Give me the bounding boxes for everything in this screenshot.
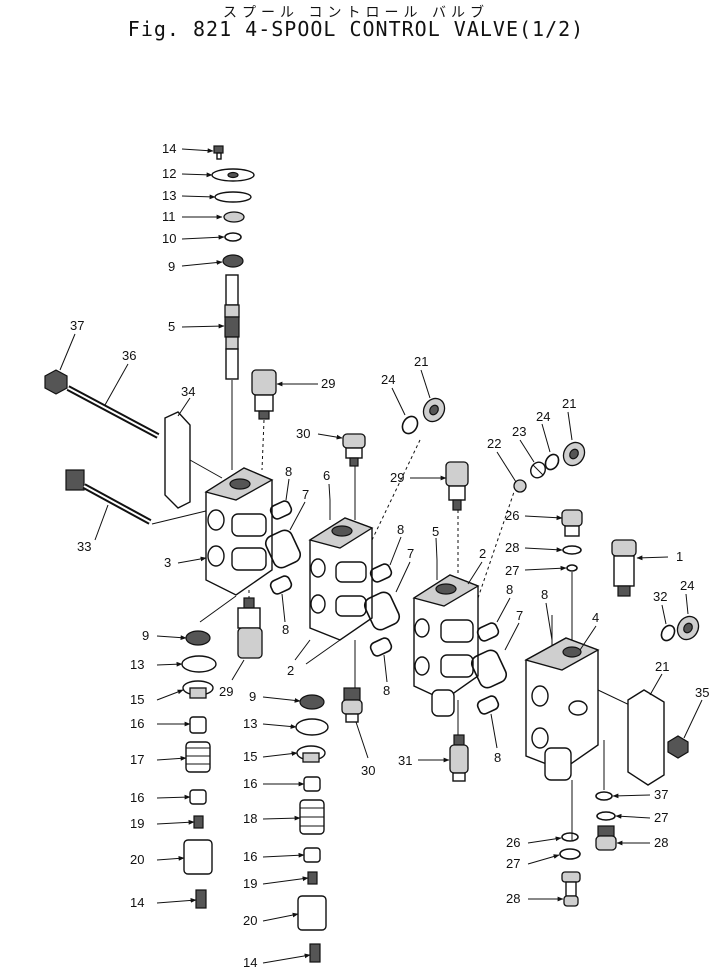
bolt-part xyxy=(213,145,224,154)
callout: 35 xyxy=(695,685,709,700)
callout: 19 xyxy=(130,816,144,831)
spool-part xyxy=(225,274,239,306)
callout: 16 xyxy=(243,776,257,791)
callout: 23 xyxy=(512,424,526,439)
callout: 28 xyxy=(505,540,519,555)
relief-valve xyxy=(251,369,277,396)
callout: 20 xyxy=(243,913,257,928)
callout: 15 xyxy=(243,749,257,764)
japanese-title: スプール コントロール バルブ xyxy=(223,5,489,21)
callout: 21 xyxy=(655,659,669,674)
callout: 32 xyxy=(653,589,667,604)
callout: 12 xyxy=(162,166,176,181)
callout: 1 xyxy=(676,549,683,564)
callout-leaders xyxy=(59,148,703,964)
bolt-shank xyxy=(216,152,222,160)
callout: 10 xyxy=(162,231,176,246)
callout: 24 xyxy=(381,372,395,387)
callout: 17 xyxy=(130,752,144,767)
callout: 28 xyxy=(654,835,668,850)
callout: 7 xyxy=(516,608,523,623)
callout: 27 xyxy=(654,810,668,825)
gasket-part xyxy=(214,191,252,203)
bolt-head xyxy=(65,469,85,491)
callout: 24 xyxy=(536,409,550,424)
callout: 11 xyxy=(162,209,176,224)
callout: 7 xyxy=(407,546,414,561)
bracket-part xyxy=(627,689,665,786)
washer-part xyxy=(223,211,245,223)
callout: 19 xyxy=(243,876,257,891)
callout: 27 xyxy=(505,563,519,578)
callout: 14 xyxy=(162,141,176,156)
spool-land xyxy=(224,304,240,318)
callout: 31 xyxy=(398,753,412,768)
callout: 36 xyxy=(122,348,136,363)
callout: 29 xyxy=(321,376,335,391)
callout: 34 xyxy=(181,384,195,399)
callout: 20 xyxy=(130,852,144,867)
callout: 29 xyxy=(219,684,233,699)
callout: 8 xyxy=(397,522,404,537)
callout: 16 xyxy=(243,849,257,864)
callout: 15 xyxy=(130,692,144,707)
callout: 8 xyxy=(494,750,501,765)
callout: 4 xyxy=(592,610,599,625)
figure-title: Fig. 821 4-SPOOL CONTROL VALVE(1/2) xyxy=(127,17,585,41)
callout: 8 xyxy=(285,464,292,479)
relief-tip xyxy=(258,410,270,420)
callout: 8 xyxy=(541,587,548,602)
right-middle-valve-stack xyxy=(412,441,586,782)
callout: 13 xyxy=(162,188,176,203)
callout: 16 xyxy=(130,790,144,805)
flange-hole xyxy=(227,171,239,179)
callout: 29 xyxy=(390,470,404,485)
left-valve-stack xyxy=(44,145,302,909)
callout: 21 xyxy=(414,354,428,369)
callout: 28 xyxy=(506,891,520,906)
callout: 26 xyxy=(505,508,519,523)
right-valve-stack xyxy=(524,509,700,907)
callout-labels: 14 12 13 11 10 9 5 37 36 34 29 33 3 8 7 … xyxy=(70,141,709,968)
callout: 22 xyxy=(487,436,501,451)
callout: 9 xyxy=(142,628,149,643)
callout: 9 xyxy=(168,259,175,274)
callout: 13 xyxy=(243,716,257,731)
callout: 5 xyxy=(168,319,175,334)
bracket-part xyxy=(164,411,191,509)
callout: 2 xyxy=(479,546,486,561)
seal-part xyxy=(222,254,244,268)
callout: 30 xyxy=(296,426,310,441)
callout: 37 xyxy=(654,787,668,802)
callout: 16 xyxy=(130,716,144,731)
oring-part xyxy=(224,232,242,242)
callout: 18 xyxy=(243,811,257,826)
callout: 6 xyxy=(323,468,330,483)
spool-end xyxy=(225,348,239,380)
callout: 24 xyxy=(680,578,694,593)
callout: 26 xyxy=(506,835,520,850)
relief-body xyxy=(254,394,274,412)
callout: 7 xyxy=(302,487,309,502)
callout: 8 xyxy=(506,582,513,597)
callout: 3 xyxy=(164,555,171,570)
callout: 14 xyxy=(243,955,257,968)
nut-part xyxy=(44,369,68,395)
callout: 27 xyxy=(506,856,520,871)
callout: 30 xyxy=(361,763,375,778)
callout: 9 xyxy=(249,689,256,704)
callout: 37 xyxy=(70,318,84,333)
middle-valve-stack xyxy=(295,397,446,963)
callout: 21 xyxy=(562,396,576,411)
spool-spring xyxy=(224,316,240,338)
callout: 2 xyxy=(287,663,294,678)
callout: 13 xyxy=(130,657,144,672)
spool-land xyxy=(225,336,239,350)
callout: 14 xyxy=(130,895,144,910)
callout: 8 xyxy=(383,683,390,698)
callout: 5 xyxy=(432,524,439,539)
callout: 8 xyxy=(282,622,289,637)
callout: 33 xyxy=(77,539,91,554)
